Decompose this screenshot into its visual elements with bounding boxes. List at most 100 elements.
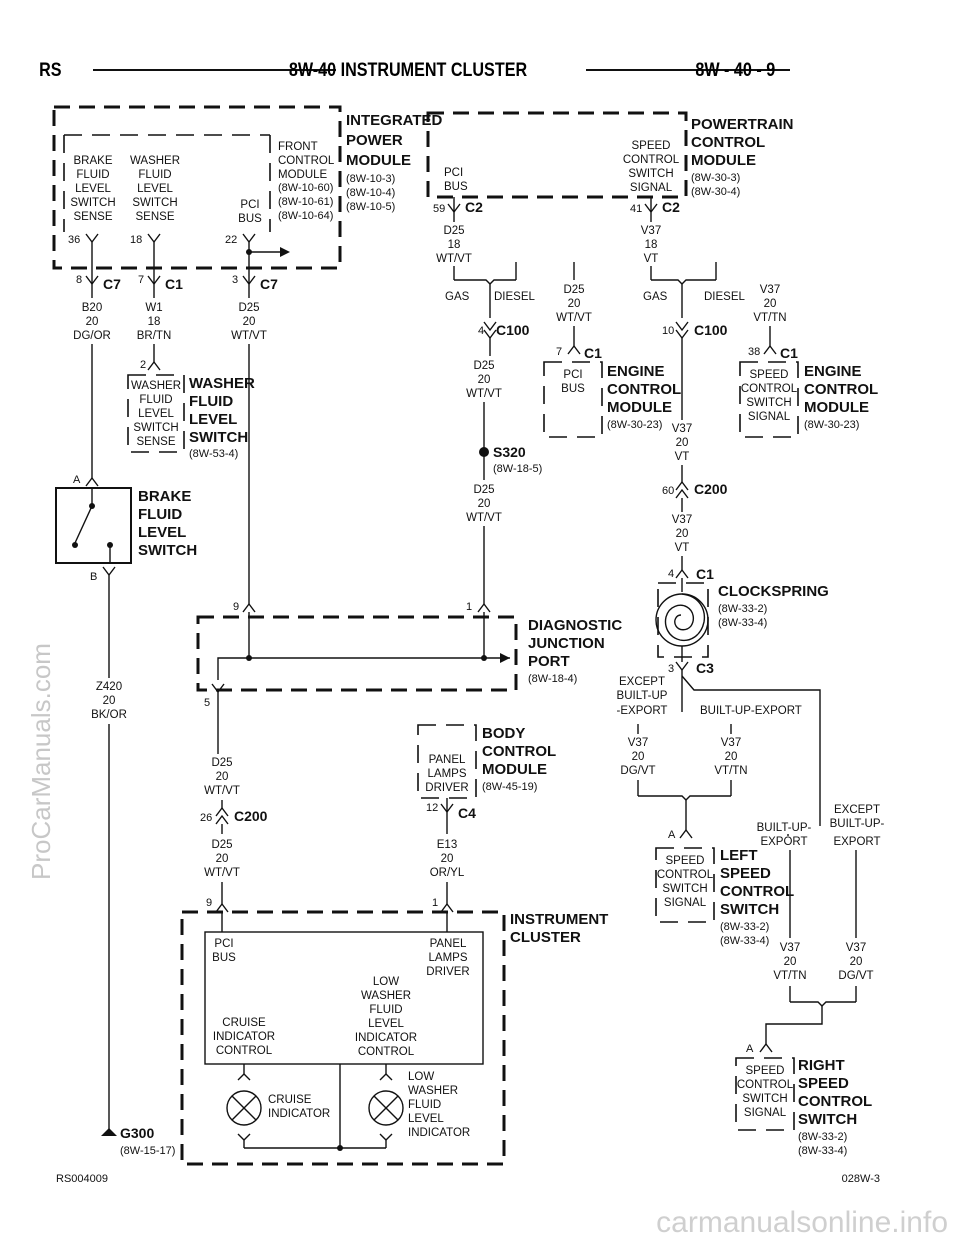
svg-text:VT: VT (644, 253, 659, 265)
svg-text:SPEED: SPEED (798, 1075, 849, 1092)
svg-text:20: 20 (850, 956, 863, 968)
svg-text:A: A (668, 829, 676, 841)
svg-text:FLUID: FLUID (408, 1099, 441, 1111)
svg-text:SWITCH: SWITCH (798, 1111, 857, 1128)
svg-text:C1: C1 (165, 276, 183, 292)
svg-text:20: 20 (784, 956, 797, 968)
pcm-block: PCI BUS SPEED CONTROL SWITCH SIGNAL POWE… (426, 111, 794, 199)
svg-text:C100: C100 (694, 322, 728, 338)
svg-text:SWITCH: SWITCH (138, 542, 197, 559)
fcm-title: FRONT CONTROL MODULE (8W-10-60) (8W-10-6… (278, 141, 335, 222)
svg-text:38: 38 (748, 346, 760, 358)
svg-text:WT/VT: WT/VT (231, 330, 267, 342)
svg-text:PCI: PCI (214, 938, 233, 950)
side-watermark: ProCarManuals.com (26, 643, 56, 880)
svg-text:FLUID: FLUID (138, 506, 182, 523)
svg-text:C7: C7 (260, 276, 278, 292)
svg-text:(8W-18-4): (8W-18-4) (528, 673, 577, 685)
svg-text:INSTRUMENT: INSTRUMENT (510, 911, 608, 928)
svg-text:DG/VT: DG/VT (620, 765, 655, 777)
svg-text:(8W-45-19): (8W-45-19) (482, 781, 537, 793)
svg-text:(8W-18-5): (8W-18-5) (493, 463, 542, 475)
svg-text:20: 20 (478, 498, 491, 510)
svg-text:-EXPORT: -EXPORT (617, 705, 668, 717)
svg-text:PANEL: PANEL (429, 754, 466, 766)
footer-left: RS004009 (56, 1173, 108, 1185)
svg-text:SIGNAL: SIGNAL (744, 1107, 787, 1119)
svg-text:G300: G300 (120, 1125, 154, 1141)
gas-diesel-split-right: GAS DIESEL V37 20 VT/TN 38 C1 (643, 262, 798, 361)
svg-text:INDICATOR: INDICATOR (213, 1031, 275, 1043)
svg-text:WT/VT: WT/VT (204, 785, 240, 797)
svg-text:1: 1 (466, 601, 472, 613)
svg-text:D25: D25 (211, 839, 232, 851)
svg-text:FLUID: FLUID (369, 1004, 402, 1016)
svg-text:(8W-30-23): (8W-30-23) (607, 419, 662, 431)
svg-text:20: 20 (441, 853, 454, 865)
ipm-connectors: 8 7 3 C7 C1 C7 (76, 268, 278, 298)
svg-text:V37: V37 (760, 284, 780, 296)
ground-g300: G300 (8W-15-17) (101, 1125, 175, 1157)
svg-text:D25: D25 (238, 302, 259, 314)
svg-text:CONTROL: CONTROL (720, 883, 794, 900)
bottom-watermark: carmanualsonline.info (656, 1206, 948, 1239)
svg-text:WASHER: WASHER (408, 1085, 458, 1097)
svg-text:CRUISE: CRUISE (268, 1094, 312, 1106)
svg-text:CLUSTER: CLUSTER (510, 929, 581, 946)
svg-text:OR/YL: OR/YL (430, 867, 465, 879)
svg-text:(8W-10-61): (8W-10-61) (278, 196, 333, 208)
ipm-pci-bus-label: PCI BUS (238, 199, 262, 225)
svg-text:20: 20 (764, 298, 777, 310)
svg-text:4: 4 (478, 325, 484, 337)
svg-text:SIGNAL: SIGNAL (664, 897, 707, 909)
svg-text:LEVEL: LEVEL (189, 411, 237, 428)
svg-text:9: 9 (206, 897, 212, 909)
svg-text:(8W-33-4): (8W-33-4) (798, 1145, 847, 1157)
svg-text:BUS: BUS (212, 952, 236, 964)
svg-text:BUILT-UP-: BUILT-UP- (757, 822, 812, 834)
svg-text:DRIVER: DRIVER (426, 966, 469, 978)
svg-text:V37: V37 (721, 737, 741, 749)
clockspring: CLOCKSPRING (8W-33-2) (8W-33-4) (655, 578, 829, 662)
svg-text:WT/VT: WT/VT (466, 388, 502, 400)
svg-text:WASHER: WASHER (130, 155, 180, 167)
svg-text:DG/VT: DG/VT (838, 970, 873, 982)
svg-text:SWITCH: SWITCH (70, 197, 115, 209)
svg-text:(8W-30-23): (8W-30-23) (804, 419, 859, 431)
splice-s320: S320 (8W-18-5) D25 20 WT/VT 1 (466, 444, 542, 613)
svg-text:MODULE: MODULE (346, 152, 411, 169)
svg-text:BK/OR: BK/OR (91, 709, 127, 721)
svg-text:C3: C3 (696, 660, 714, 676)
svg-text:C4: C4 (458, 805, 476, 821)
svg-text:SWITCH: SWITCH (132, 197, 177, 209)
svg-text:D25: D25 (473, 360, 494, 372)
svg-text:LAMPS: LAMPS (429, 952, 468, 964)
left-speed-control-switch: A SPEED CONTROL SWITCH SIGNAL LEFT SPEED… (655, 828, 794, 947)
c100-left: 4 C100 D25 20 WT/VT (466, 321, 530, 450)
svg-text:LEVEL: LEVEL (138, 524, 186, 541)
svg-text:18: 18 (645, 239, 658, 251)
svg-text:5: 5 (204, 697, 210, 709)
svg-text:A: A (73, 474, 81, 486)
header-right: 8W - 40 - 9 (695, 59, 775, 81)
svg-text:(8W-53-4): (8W-53-4) (189, 448, 238, 460)
body-control-module: PANEL LAMPS DRIVER BODY CONTROL MODULE (… (417, 724, 556, 799)
svg-text:Z420: Z420 (96, 681, 122, 693)
svg-text:CONTROL: CONTROL (623, 154, 680, 166)
svg-text:20: 20 (86, 316, 99, 328)
svg-text:DRIVER: DRIVER (425, 782, 468, 794)
svg-text:SWITCH: SWITCH (662, 883, 707, 895)
svg-text:LOW: LOW (373, 976, 399, 988)
svg-text:SPEED: SPEED (750, 369, 789, 381)
svg-text:FLUID: FLUID (76, 169, 109, 181)
svg-text:FLUID: FLUID (189, 393, 233, 410)
low-washer-indicator-label: LOW WASHER FLUID LEVEL INDICATOR (408, 1071, 470, 1139)
svg-text:SIGNAL: SIGNAL (630, 182, 673, 194)
svg-text:(8W-10-5): (8W-10-5) (346, 201, 395, 213)
export-labels-2: BUILT-UP- EXPORT EXCEPT BUILT-UP- EXPORT (757, 804, 885, 848)
svg-text:BUILT-UP-EXPORT: BUILT-UP-EXPORT (700, 705, 802, 717)
svg-text:CONTROL: CONTROL (607, 381, 681, 398)
svg-text:20: 20 (216, 771, 229, 783)
svg-text:20: 20 (216, 853, 229, 865)
